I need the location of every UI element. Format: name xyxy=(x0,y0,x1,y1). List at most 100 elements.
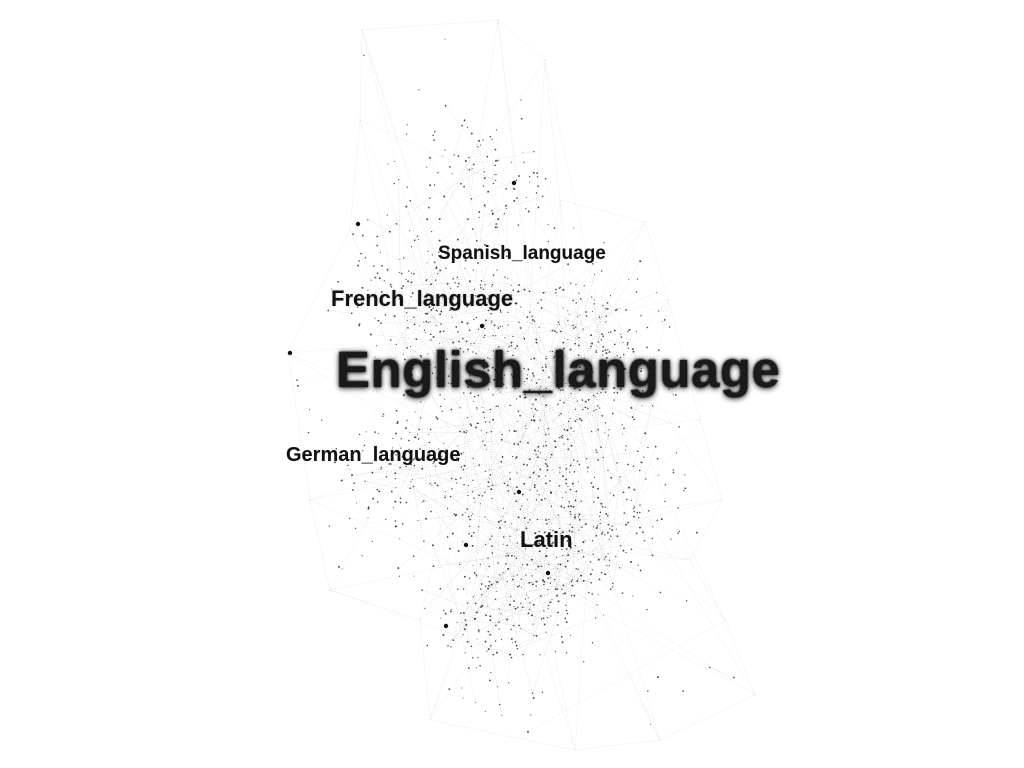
graph-edge xyxy=(468,157,495,326)
graph-edge xyxy=(518,420,532,445)
graph-node xyxy=(457,459,460,462)
graph-node xyxy=(514,387,516,390)
graph-node xyxy=(459,563,461,566)
graph-node xyxy=(393,315,396,318)
graph-node xyxy=(633,381,636,384)
graph-node xyxy=(380,468,382,470)
graph-edge xyxy=(367,219,390,232)
graph-node xyxy=(489,421,491,423)
graph-node xyxy=(476,638,478,640)
graph-edge xyxy=(572,483,587,525)
graph-node xyxy=(365,431,367,433)
graph-node xyxy=(513,575,515,577)
graph-node xyxy=(592,526,594,528)
graph-node xyxy=(493,324,496,327)
graph-node xyxy=(489,538,491,540)
graph-node xyxy=(549,480,551,482)
graph-node xyxy=(537,185,539,188)
graph-node xyxy=(602,345,605,348)
graph-node xyxy=(677,507,679,509)
graph-node xyxy=(580,298,582,300)
graph-edge xyxy=(534,388,575,451)
graph-node xyxy=(582,328,584,330)
graph-node xyxy=(616,355,618,357)
graph-node xyxy=(482,440,484,442)
graph-node xyxy=(390,490,393,493)
graph-node xyxy=(409,199,412,202)
graph-node xyxy=(544,364,547,366)
graph-node xyxy=(382,415,384,417)
graph-edge xyxy=(451,383,534,699)
graph-node xyxy=(428,453,431,456)
graph-node xyxy=(405,205,408,208)
graph-node xyxy=(361,234,364,237)
graph-node xyxy=(656,519,658,522)
graph-node xyxy=(434,279,437,281)
graph-node xyxy=(462,611,465,614)
graph-node xyxy=(423,540,425,542)
graph-node xyxy=(499,311,502,313)
graph-node xyxy=(538,550,541,553)
graph-node xyxy=(589,573,592,576)
graph-node xyxy=(604,391,607,394)
graph-edge xyxy=(709,667,734,678)
graph-edge xyxy=(474,343,562,437)
graph-edge xyxy=(538,494,597,529)
graph-node xyxy=(556,331,558,334)
graph-node xyxy=(444,495,446,497)
graph-edge xyxy=(365,481,396,488)
graph-node xyxy=(616,391,619,394)
graph-node xyxy=(508,346,510,348)
graph-node xyxy=(505,555,507,557)
graph-edge xyxy=(571,525,613,582)
graph-node xyxy=(452,365,454,367)
graph-node xyxy=(431,544,434,547)
graph-node xyxy=(476,407,478,409)
graph-node xyxy=(591,430,593,432)
graph-node xyxy=(563,401,565,404)
graph-node xyxy=(483,204,486,207)
graph-node xyxy=(567,320,569,322)
graph-node xyxy=(460,477,462,479)
graph-node xyxy=(412,459,415,461)
graph-node xyxy=(401,455,404,458)
graph-node xyxy=(439,393,441,396)
graph-node xyxy=(465,340,468,343)
graph-edge xyxy=(570,514,605,560)
graph-node xyxy=(550,492,552,494)
graph-node xyxy=(602,531,604,533)
graph-node xyxy=(471,513,473,515)
graph-node xyxy=(520,586,523,588)
graph-edge xyxy=(536,499,573,532)
graph-node xyxy=(470,343,472,345)
graph-node xyxy=(309,409,311,411)
graph-node xyxy=(466,640,469,643)
graph-edge xyxy=(427,218,469,252)
graph-node xyxy=(606,302,609,304)
graph-node xyxy=(630,548,633,551)
graph-node xyxy=(523,380,525,383)
graph-edge xyxy=(631,500,653,556)
graph-edge xyxy=(512,336,517,381)
graph-node xyxy=(475,574,478,577)
graph-node xyxy=(625,309,627,311)
graph-node xyxy=(506,580,508,583)
graph-node xyxy=(490,671,492,674)
graph-node xyxy=(533,151,535,153)
graph-node xyxy=(594,396,596,398)
graph-node xyxy=(597,428,600,431)
graph-edge xyxy=(585,401,649,448)
graph-node xyxy=(684,487,687,490)
graph-node xyxy=(559,323,561,325)
graph-edge xyxy=(480,284,533,321)
graph-node xyxy=(602,304,604,307)
graph-edge xyxy=(372,472,567,480)
graph-node xyxy=(502,516,504,518)
graph-node xyxy=(376,488,379,491)
graph-node xyxy=(539,468,542,471)
graph-node xyxy=(561,548,563,550)
graph-node xyxy=(563,428,566,431)
graph-node xyxy=(472,351,474,353)
graph-edge xyxy=(468,474,491,517)
graph-edge xyxy=(580,298,604,337)
